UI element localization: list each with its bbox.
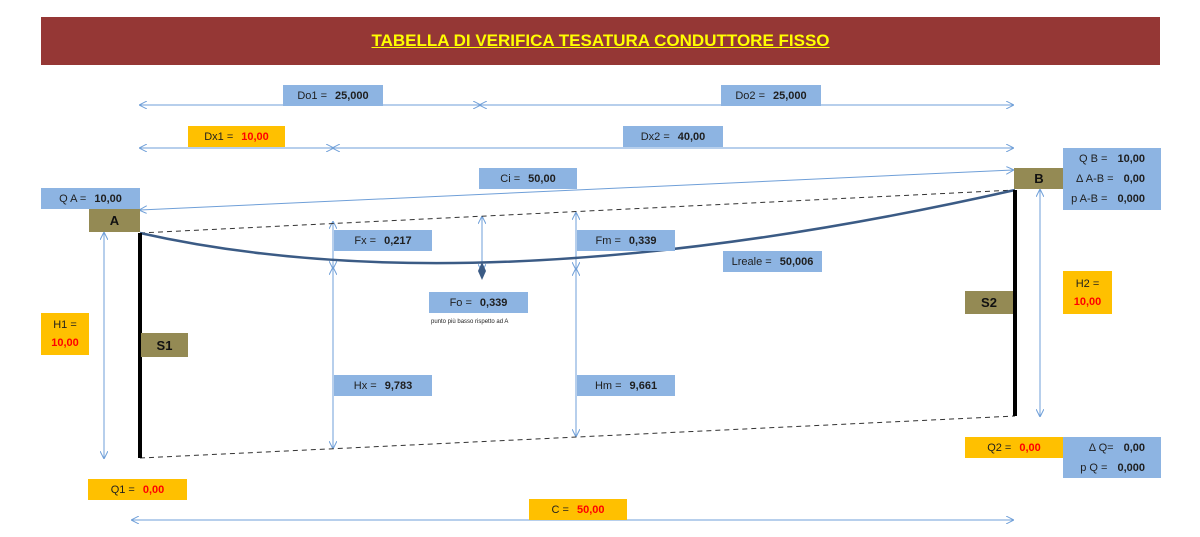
pq-label: p Q = — [1080, 461, 1108, 474]
hm-label: Hm = — [594, 379, 622, 392]
do1-label: Do1 = — [297, 89, 327, 102]
fo-label: Fo = — [449, 296, 472, 309]
hx-label: Hx = — [353, 379, 377, 392]
lreale-label: Lreale = — [731, 255, 772, 268]
dx2-label: Dx2 = — [640, 130, 670, 143]
q1-box: Q1 = 0,00 — [88, 479, 187, 500]
q2-value: 0,00 — [1019, 441, 1041, 454]
delta-ab-value: 0,00 — [1123, 173, 1145, 185]
do1-value: 25,000 — [335, 89, 369, 102]
ground-line — [139, 415, 1016, 459]
lreale-value: 50,006 — [779, 255, 814, 268]
chord-line — [139, 189, 1016, 234]
ci-label: Ci = — [500, 172, 521, 185]
h1-value: 10,00 — [51, 337, 79, 349]
q1-value: 0,00 — [142, 483, 165, 496]
fm-label: Fm = — [595, 234, 621, 247]
delta-q-panel: Δ Q= 0,00 p Q = 0,000 — [1063, 437, 1161, 478]
qb-label: Q B = — [1079, 153, 1108, 165]
c-value: 50,00 — [576, 503, 605, 516]
dx2-box: Dx2 = 40,00 — [623, 126, 723, 147]
do2-box: Do2 = 25,000 — [721, 85, 821, 106]
do2-label: Do2 = — [735, 89, 765, 102]
pq-value: 0,000 — [1117, 461, 1145, 474]
qa-box: Q A = 10,00 — [41, 188, 140, 209]
fx-label: Fx = — [354, 234, 377, 247]
h1-label: H1 = — [53, 319, 77, 331]
h2-box: H2 = 10,00 — [1063, 271, 1112, 314]
h1-box: H1 = 10,00 — [41, 313, 89, 355]
delta-q-row: Δ Q= 0,00 — [1063, 438, 1161, 458]
c-label: C = — [551, 503, 569, 516]
h2-label: H2 = — [1075, 277, 1100, 290]
ci-dimension-line — [140, 170, 1013, 210]
do2-value: 25,000 — [773, 89, 807, 102]
point-b-label: B — [1014, 168, 1064, 189]
fo-note: punto più basso rispetto ad A — [431, 319, 509, 325]
qb-info-panel: Q B = 10,00 Δ A-B = 0,00 p A-B = 0,000 — [1063, 148, 1161, 210]
pq-row: p Q = 0,000 — [1063, 458, 1161, 478]
dx2-value: 40,00 — [677, 130, 706, 143]
p-ab-label: p A-B = — [1071, 193, 1108, 205]
page-title: TABELLA DI VERIFICA TESATURA CONDUTTORE … — [371, 31, 830, 50]
dx1-label: Dx1 = — [204, 130, 234, 143]
fo-box: Fo = 0,339 — [429, 292, 528, 313]
title-bar: TABELLA DI VERIFICA TESATURA CONDUTTORE … — [41, 17, 1160, 65]
fm-value: 0,339 — [628, 234, 657, 247]
lreale-box: Lreale = 50,006 — [723, 251, 822, 272]
p-ab-row: p A-B = 0,000 — [1063, 189, 1161, 209]
p-ab-value: 0,000 — [1117, 193, 1145, 205]
qb-row: Q B = 10,00 — [1063, 149, 1161, 169]
support-s1-label: S1 — [141, 333, 188, 357]
point-a-label: A — [89, 209, 140, 232]
fm-box: Fm = 0,339 — [577, 230, 675, 251]
q2-label: Q2 = — [987, 441, 1012, 454]
ci-value: 50,00 — [528, 172, 556, 185]
qa-label: Q A = — [59, 192, 87, 205]
fx-box: Fx = 0,217 — [334, 230, 432, 251]
h2-value: 10,00 — [1073, 295, 1102, 308]
hm-value: 9,661 — [629, 379, 658, 392]
do1-box: Do1 = 25,000 — [283, 85, 383, 106]
delta-ab-label: Δ A-B = — [1075, 173, 1114, 185]
qa-value: 10,00 — [94, 192, 122, 205]
delta-q-label: Δ Q= — [1088, 441, 1114, 454]
q2-box: Q2 = 0,00 — [965, 437, 1063, 458]
hx-value: 9,783 — [384, 379, 413, 392]
hx-box: Hx = 9,783 — [334, 375, 432, 396]
cable-curve — [139, 188, 1016, 265]
ci-box: Ci = 50,00 — [479, 168, 577, 189]
delta-q-value: 0,00 — [1123, 441, 1145, 454]
hm-box: Hm = 9,661 — [577, 375, 675, 396]
dx1-value: 10,00 — [241, 130, 269, 143]
fx-value: 0,217 — [384, 234, 412, 247]
fo-value: 0,339 — [479, 296, 508, 309]
delta-ab-row: Δ A-B = 0,00 — [1063, 169, 1161, 189]
qb-value: 10,00 — [1117, 153, 1145, 165]
dx1-box: Dx1 = 10,00 — [188, 126, 285, 147]
lowest-point-marker — [478, 262, 486, 280]
support-s2-label: S2 — [965, 291, 1013, 314]
c-box: C = 50,00 — [529, 499, 627, 520]
q1-label: Q1 = — [110, 483, 135, 496]
